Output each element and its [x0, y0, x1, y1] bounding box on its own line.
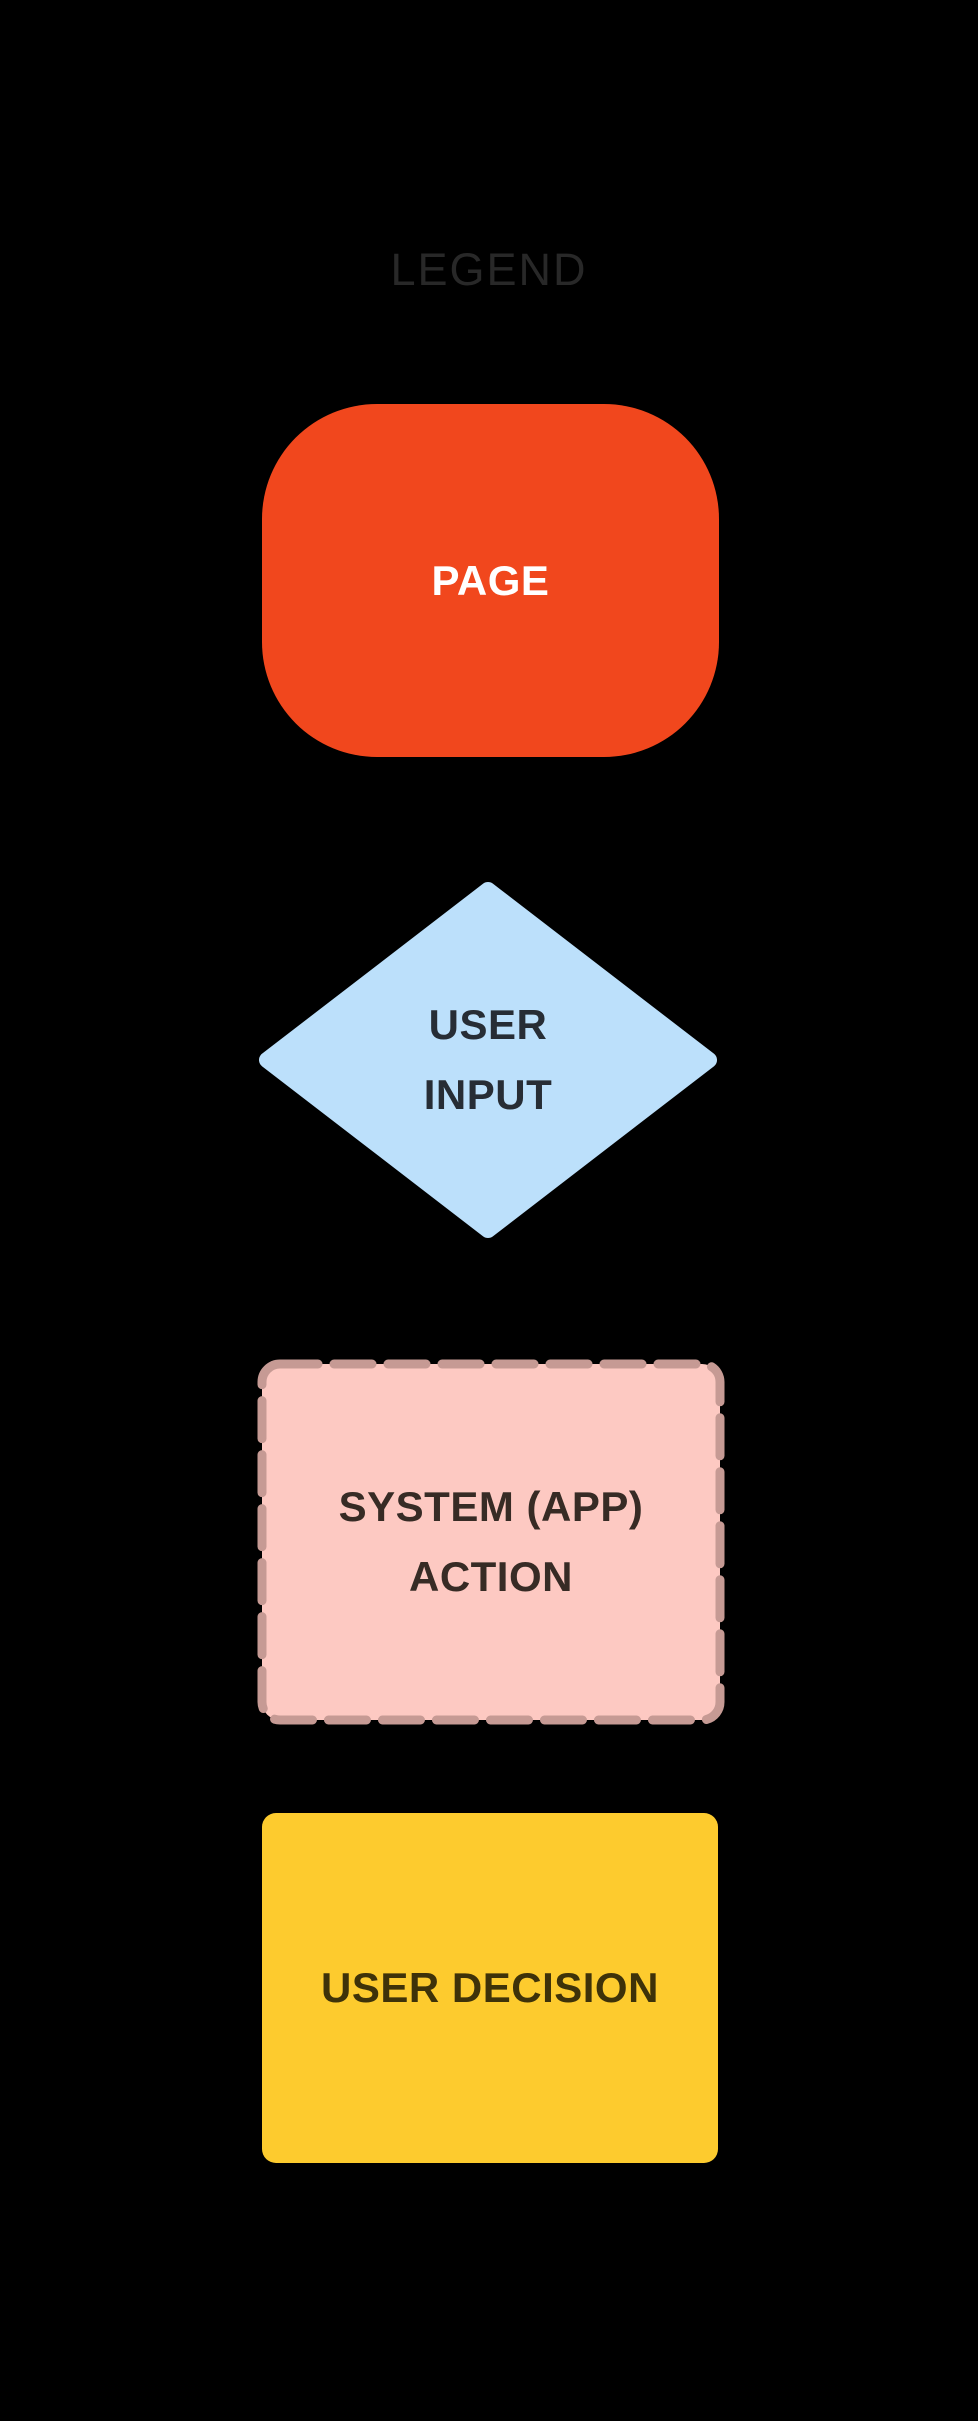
legend-node-user-decision: USER DECISION [262, 1813, 718, 2163]
dashed-rectangle-shape-icon [257, 1359, 725, 1725]
legend-node-user-decision-label: USER DECISION [321, 1964, 659, 2011]
diamond-shape-icon [259, 882, 717, 1238]
legend-node-system-action: SYSTEM (APP) ACTION [256, 1358, 726, 1726]
legend-title: LEGEND [390, 244, 588, 295]
legend-node-page-label: PAGE [431, 556, 550, 604]
legend-node-user-input: USER INPUT [258, 881, 718, 1239]
legend-node-page: PAGE [262, 404, 719, 757]
